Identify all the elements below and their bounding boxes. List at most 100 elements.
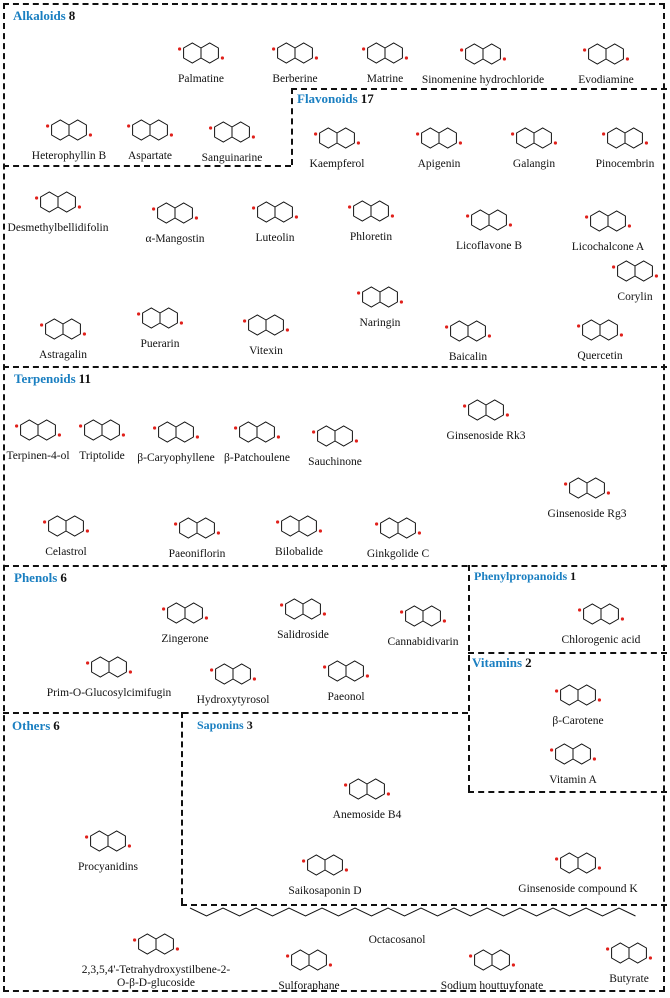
compound-label: Paeonol (327, 691, 365, 703)
oxygen-atom (592, 757, 597, 761)
ring-bond (184, 602, 203, 624)
ring-bond (108, 656, 127, 678)
oxygen-atom (15, 424, 19, 428)
oxygen-atom (597, 698, 602, 702)
compound-label: Heterophyllin B (31, 150, 107, 162)
oxygen-atom (458, 141, 462, 145)
compound-label: Galangin (512, 158, 556, 170)
ring-bond (366, 778, 385, 800)
group-name: Flavonoids (297, 91, 358, 106)
compound-label: Salidroside (277, 629, 329, 641)
compound-label: Hydroxytyrosol (196, 694, 270, 706)
ring-bond (599, 319, 618, 341)
oxygen-atom (564, 482, 568, 486)
ring-bond (37, 419, 56, 441)
ring-bond (336, 127, 355, 149)
compound-label: Zingerone (161, 633, 209, 645)
oxygen-atom (386, 792, 390, 796)
group-name: Phenylpropanoids (474, 569, 568, 583)
oxygen-atom (555, 857, 559, 861)
divider (291, 88, 667, 90)
compound-label: Quercetin (577, 350, 623, 362)
ring-bond (345, 660, 364, 682)
compound-label: β-Caryophyllene (137, 452, 215, 464)
oxygen-atom (555, 689, 559, 693)
group-name: Alkaloids (13, 8, 66, 23)
group-count: 1 (570, 569, 577, 583)
group-name: Phenols (14, 570, 58, 585)
compound-label: Phloretin (349, 231, 393, 243)
group-name: Terpenoids (14, 371, 76, 386)
oxygen-atom (302, 859, 306, 863)
oxygen-atom (179, 321, 183, 325)
compound-label: Vitamin A (549, 774, 597, 786)
oxygen-atom (251, 135, 255, 139)
ring-bond (384, 42, 403, 64)
oxygen-atom (365, 674, 369, 678)
oxygen-atom (312, 430, 316, 434)
compound-label: Luteolin (255, 232, 295, 244)
oxygen-atom (328, 963, 332, 967)
oxygen-atom (314, 56, 318, 60)
ring-bond (68, 119, 87, 141)
divider (468, 652, 667, 654)
oxygen-atom (463, 404, 467, 408)
oxygen-atom (85, 529, 89, 533)
compound-label: Ginsenoside compound K (518, 883, 638, 895)
ring-bond (467, 320, 486, 342)
ring-bond (491, 949, 510, 971)
compound-label: 2,3,5,4'-Tetrahydroxystilbene-2- (81, 964, 231, 976)
oxygen-atom (404, 56, 408, 60)
oxygen-atom (487, 334, 491, 338)
oxygen-atom (323, 665, 327, 669)
divider (468, 791, 667, 793)
oxygen-atom (400, 610, 404, 614)
compound-label: Evodiamine (578, 74, 634, 86)
oxygen-atom (344, 783, 348, 787)
oxygen-atom (276, 520, 280, 524)
compound-label: Celastrol (45, 546, 87, 558)
ring-bond (600, 603, 619, 625)
divider (468, 565, 470, 791)
ring-bond (572, 743, 591, 765)
oxygen-atom (348, 205, 352, 209)
compound-label: α-Mangostin (145, 233, 205, 245)
ring-bond (607, 210, 626, 232)
oxygen-atom (210, 668, 214, 672)
ring-bond (605, 43, 624, 65)
oxygen-atom (162, 607, 166, 611)
ring-bond (533, 127, 552, 149)
oxygen-atom (294, 215, 298, 219)
oxygen-atom (178, 47, 182, 51)
compound-label: Licochalcone A (571, 241, 645, 253)
oxygen-atom (625, 57, 630, 61)
compound-label: Terpinen-4-ol (6, 450, 70, 462)
oxygen-atom (508, 223, 512, 227)
oxygen-atom (322, 612, 326, 616)
ring-bond (232, 663, 251, 685)
ring-bond (485, 399, 504, 421)
ring-bond (438, 127, 457, 149)
divider (3, 712, 468, 714)
oxygen-atom (128, 670, 132, 674)
oxygen-atom (234, 426, 238, 430)
ring-bond (422, 605, 441, 627)
oxygen-atom (344, 868, 348, 872)
oxygen-atom (252, 677, 256, 681)
compound-label: Aspartate (127, 150, 173, 162)
ring-bond (62, 318, 81, 340)
compound-label: Octacosanol (368, 934, 426, 946)
oxygen-atom (606, 947, 610, 951)
group-name: Saponins (197, 718, 244, 732)
oxygen-atom (195, 435, 199, 439)
compound-label: Sanguinarine (201, 152, 263, 164)
oxygen-atom (648, 956, 653, 960)
oxygen-atom (127, 124, 131, 128)
ring-bond (231, 121, 250, 143)
oxygen-atom (194, 216, 198, 220)
oxygen-atom (578, 608, 582, 612)
ring-bond (196, 517, 215, 539)
oxygen-atom (272, 47, 276, 51)
compound-label: Chlorogenic acid (561, 634, 641, 646)
